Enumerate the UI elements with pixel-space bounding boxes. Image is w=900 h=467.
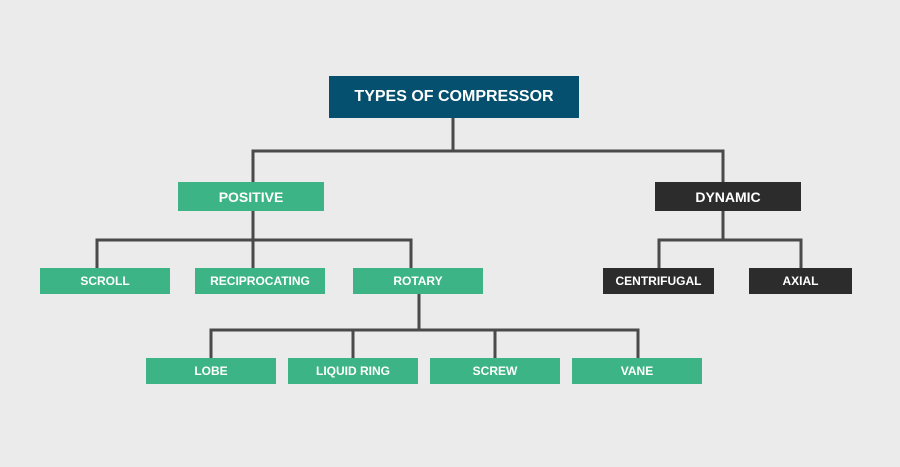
scroll-node: SCROLL — [40, 268, 170, 294]
dynamic-node: DYNAMIC — [655, 182, 801, 211]
rotary-node: ROTARY — [353, 268, 483, 294]
screw-node: SCREW — [430, 358, 560, 384]
centrifugal-node: CENTRIFUGAL — [603, 268, 714, 294]
positive-node: POSITIVE — [178, 182, 324, 211]
lobe-node: LOBE — [146, 358, 276, 384]
vane-node: VANE — [572, 358, 702, 384]
root-node: TYPES OF COMPRESSOR — [329, 76, 579, 118]
reciprocating-node: RECIPROCATING — [195, 268, 325, 294]
liquid-ring-node: LIQUID RING — [288, 358, 418, 384]
axial-node: AXIAL — [749, 268, 852, 294]
